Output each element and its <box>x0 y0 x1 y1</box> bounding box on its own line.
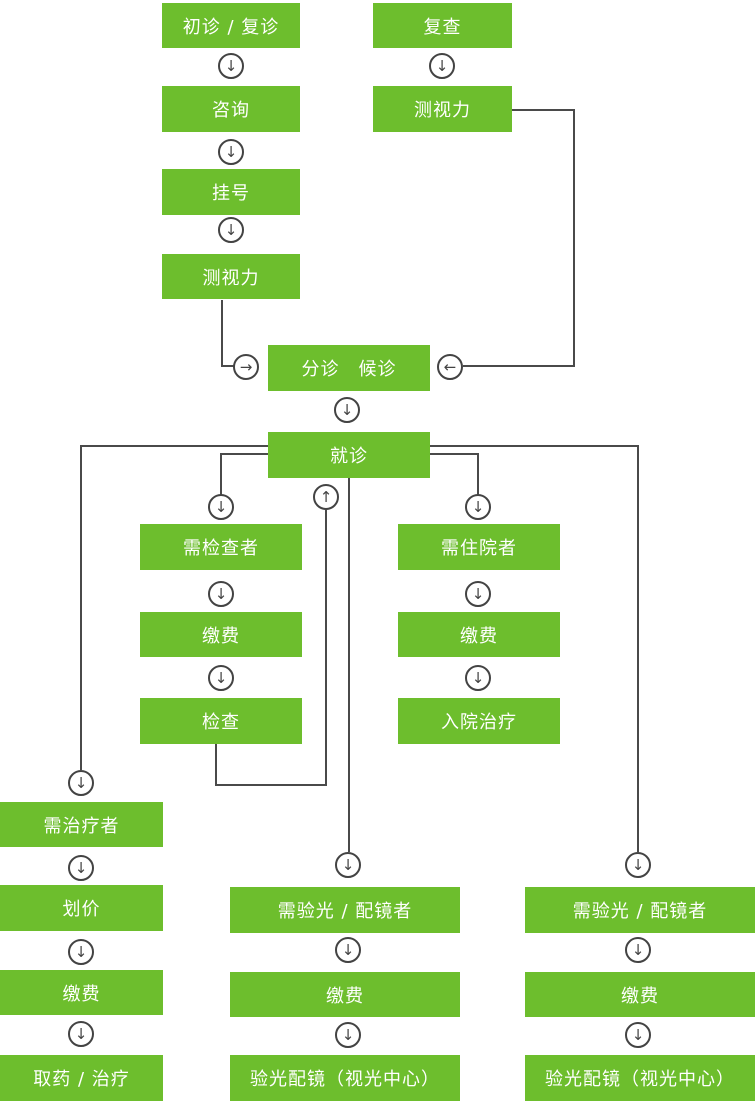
arrow-down-icon: ↓ <box>625 937 651 963</box>
node-exam: 检查 <box>140 698 302 744</box>
arrow-down-icon: ↓ <box>218 139 244 165</box>
arrow-down-icon: ↓ <box>625 1022 651 1048</box>
node-optometry-pay-right: 缴费 <box>525 972 755 1017</box>
connector-line <box>215 744 217 786</box>
arrow-down-icon: ↓ <box>68 855 94 881</box>
node-see-doctor: 就诊 <box>268 432 430 478</box>
arrow-down-icon: ↓ <box>208 665 234 691</box>
node-need-optometry-right: 需验光 / 配镜者 <box>525 887 755 933</box>
connector-line <box>637 445 639 852</box>
node-need-optometry-mid: 需验光 / 配镜者 <box>230 887 460 933</box>
connector-line <box>221 300 223 367</box>
connector-line <box>463 365 575 367</box>
connector-line <box>573 109 575 367</box>
node-consult: 咨询 <box>162 86 300 132</box>
connector-line <box>477 453 479 495</box>
connector-line <box>82 445 268 447</box>
arrow-down-icon: ↓ <box>208 581 234 607</box>
connector-line <box>325 510 327 786</box>
node-register: 挂号 <box>162 169 300 215</box>
arrow-down-icon: ↓ <box>465 665 491 691</box>
node-need-treatment: 需治疗者 <box>0 802 163 847</box>
node-treatment-pay: 缴费 <box>0 970 163 1015</box>
node-optometry-center-right: 验光配镜（视光中心） <box>525 1055 755 1101</box>
node-triage-wait: 分诊 候诊 <box>268 345 430 391</box>
arrow-right-icon: → <box>233 354 259 380</box>
arrow-down-icon: ↓ <box>335 852 361 878</box>
arrow-down-icon: ↓ <box>335 937 361 963</box>
node-optometry-pay-mid: 缴费 <box>230 972 460 1017</box>
arrow-left-icon: ← <box>437 354 463 380</box>
arrow-down-icon: ↓ <box>218 217 244 243</box>
node-medicine-treatment: 取药 / 治疗 <box>0 1055 163 1101</box>
connector-line <box>80 445 82 770</box>
node-recheck: 复查 <box>373 3 512 48</box>
node-pricing: 划价 <box>0 885 163 931</box>
node-vision-test: 测视力 <box>162 254 300 299</box>
arrow-down-icon: ↓ <box>68 770 94 796</box>
connector-line <box>215 784 327 786</box>
connector-line <box>430 453 479 455</box>
arrow-down-icon: ↓ <box>465 494 491 520</box>
node-hospital-treatment: 入院治疗 <box>398 698 560 744</box>
connector-line <box>222 453 268 455</box>
connector-line <box>220 453 222 495</box>
arrow-up-icon: ↑ <box>313 484 339 510</box>
node-optometry-center-mid: 验光配镜（视光中心） <box>230 1055 460 1101</box>
arrow-down-icon: ↓ <box>68 1021 94 1047</box>
arrow-down-icon: ↓ <box>218 53 244 79</box>
connector-line <box>430 445 639 447</box>
node-hospital-pay: 缴费 <box>398 612 560 657</box>
arrow-down-icon: ↓ <box>625 852 651 878</box>
arrow-down-icon: ↓ <box>429 53 455 79</box>
arrow-down-icon: ↓ <box>208 494 234 520</box>
arrow-down-icon: ↓ <box>334 397 360 423</box>
connector-line <box>222 365 234 367</box>
node-first-or-return-visit: 初诊 / 复诊 <box>162 3 300 48</box>
node-need-exam: 需检查者 <box>140 524 302 570</box>
arrow-down-icon: ↓ <box>465 581 491 607</box>
connector-line <box>348 478 350 852</box>
node-exam-pay: 缴费 <box>140 612 302 657</box>
arrow-down-icon: ↓ <box>68 939 94 965</box>
arrow-down-icon: ↓ <box>335 1022 361 1048</box>
node-need-hospital: 需住院者 <box>398 524 560 570</box>
node-vision-test-recheck: 测视力 <box>373 86 512 132</box>
connector-line <box>512 109 575 111</box>
